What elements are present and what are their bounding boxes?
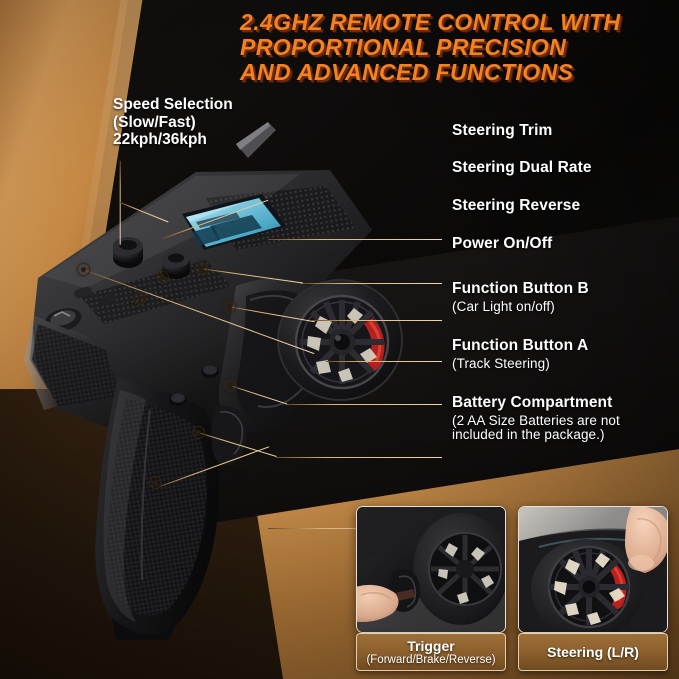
callout-sublabel-2: included in the package.) <box>452 427 605 442</box>
inset-photo-trigger-image <box>357 507 505 632</box>
leader-line-steering-dual-rate <box>300 283 442 285</box>
callout-sublabel: (2 AA Size Batteries are not <box>452 413 620 428</box>
inset-caption-steering: Steering (L/R) <box>518 633 668 671</box>
callout-dot-power[interactable] <box>78 264 89 275</box>
page-title: 2.4GHZ REMOTE CONTROL WITH PROPORTIONAL … <box>240 10 672 85</box>
callout-sublabel: (Car Light on/off) <box>452 299 555 314</box>
leader-line-battery <box>268 528 442 530</box>
callout-dot-function-b[interactable] <box>225 380 236 391</box>
callout-dot-dual-rate[interactable] <box>196 263 207 274</box>
callout-function-button-b: Function Button B (Car Light on/off) <box>452 280 589 314</box>
leader-line-function-a <box>276 457 442 459</box>
callout-label: Steering Reverse <box>452 197 581 214</box>
inset-photo-trigger[interactable] <box>356 506 506 633</box>
speed-selection-line-3: 22kph/36kph <box>113 131 207 148</box>
callout-function-button-a: Function Button A (Track Steering) <box>452 337 588 371</box>
leader-line-power <box>326 361 442 363</box>
inset-caption-title: Trigger <box>407 638 455 654</box>
inset-caption-title: Steering (L/R) <box>547 644 639 660</box>
callout-dot-battery[interactable] <box>150 477 161 488</box>
callout-steering-dual-rate: Steering Dual Rate <box>452 159 592 177</box>
callout-steering-trim: Steering Trim <box>452 122 552 140</box>
inset-photo-steering[interactable] <box>518 506 668 633</box>
speed-selection-line-2: (Slow/Fast) <box>113 113 196 131</box>
callout-dot-function-a[interactable] <box>193 427 204 438</box>
callout-label: Function Button A <box>452 337 589 354</box>
inset-caption-trigger: Trigger (Forward/Brake/Reverse) <box>356 633 506 671</box>
rc-transmitter-illustration <box>24 122 403 640</box>
callout-steering-reverse: Steering Reverse <box>452 197 580 215</box>
callout-label: Steering Dual Rate <box>452 159 592 176</box>
leader-line-steering-trim <box>268 239 442 241</box>
callout-battery-compartment: Battery Compartment (2 AA Size Batteries… <box>452 394 620 442</box>
callout-speed-selection: Speed Selection (Slow/Fast) 22kph/36kph <box>113 96 233 149</box>
leader-line-steering-reverse <box>312 320 442 322</box>
callout-label: Battery Compartment <box>452 394 613 411</box>
callout-label: Steering Trim <box>452 122 553 139</box>
title-line-2: PROPORTIONAL PRECISION <box>240 34 567 60</box>
speed-selection-line-1: Speed Selection <box>113 96 233 113</box>
title-line-3: AND ADVANCED FUNCTIONS <box>240 59 574 85</box>
inset-photo-steering-image <box>519 507 667 632</box>
callout-label: Power On/Off <box>452 235 553 252</box>
callout-dot-steering-trim[interactable] <box>157 272 168 283</box>
leader-line-function-b <box>286 404 442 406</box>
callout-power-on-off: Power On/Off <box>452 235 552 253</box>
callout-label: Function Button B <box>452 280 589 297</box>
title-line-1: 2.4GHZ REMOTE CONTROL WITH <box>240 9 621 35</box>
callout-dot-steering-reverse[interactable] <box>224 301 235 312</box>
callout-sublabel: (Track Steering) <box>452 356 550 371</box>
callout-dot-speed-selection[interactable] <box>134 293 145 304</box>
inset-caption-subtitle: (Forward/Brake/Reverse) <box>366 654 496 666</box>
